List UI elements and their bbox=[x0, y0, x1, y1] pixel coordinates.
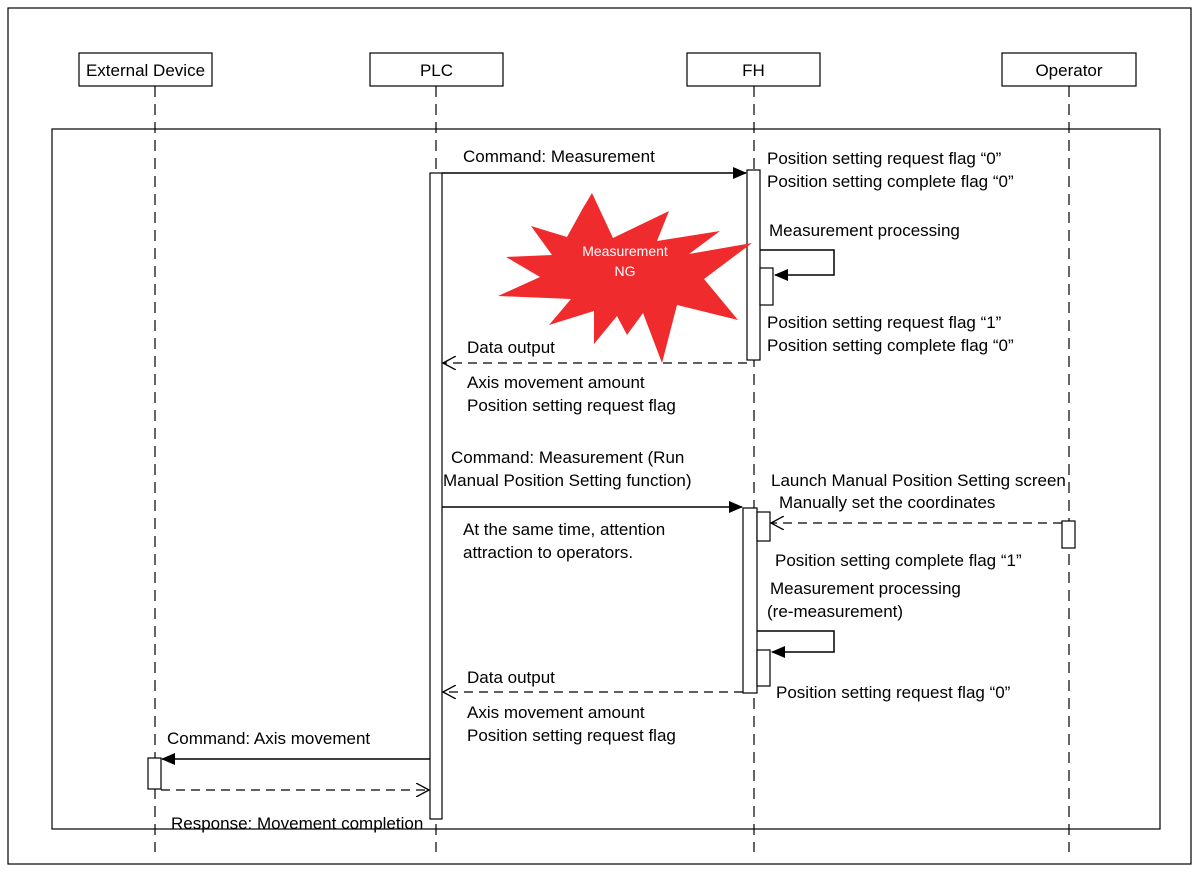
participant-fh: FH bbox=[686, 52, 821, 87]
label-flags-after-ng-2: Position setting complete flag “0” bbox=[767, 336, 1014, 355]
label-data-output-1-detail-2: Position setting request flag bbox=[467, 396, 676, 415]
label-remeasure-2: (re-measurement) bbox=[767, 602, 903, 621]
burst-text-line1: Measurement bbox=[582, 243, 668, 259]
label-response-completion: Response: Movement completion bbox=[171, 814, 423, 833]
label-manual-set: Manually set the coordinates bbox=[779, 493, 995, 512]
activation-plc bbox=[429, 172, 443, 820]
label-complete-flag-1: Position setting complete flag “1” bbox=[775, 551, 1022, 570]
label-data-output-2-detail-2: Position setting request flag bbox=[467, 726, 676, 745]
label-cmd-run-2: Manual Position Setting function) bbox=[443, 471, 692, 490]
label-flags-after-ng-1: Position setting request flag “1” bbox=[767, 313, 1002, 332]
label-cmd-measurement: Command: Measurement bbox=[463, 147, 655, 166]
activation-fh-2 bbox=[742, 507, 758, 694]
activation-fh-manual bbox=[756, 511, 771, 542]
participant-external-label: External Device bbox=[86, 61, 205, 80]
arrow-self-processing-2 bbox=[757, 630, 835, 658]
label-data-output-1-detail-1: Axis movement amount bbox=[467, 373, 645, 392]
inner-frame bbox=[51, 128, 1161, 830]
outer-frame bbox=[7, 7, 1192, 865]
label-data-output-2-detail-1: Axis movement amount bbox=[467, 703, 645, 722]
participant-external-device: External Device bbox=[78, 52, 213, 87]
label-request-flag-0: Position setting request flag “0” bbox=[776, 683, 1011, 702]
activation-fh-processing-1 bbox=[759, 267, 774, 306]
label-cmd-axis-movement: Command: Axis movement bbox=[167, 729, 370, 748]
participant-operator: Operator bbox=[1001, 52, 1137, 87]
participant-fh-label: FH bbox=[742, 61, 765, 80]
measurement-ng-burst bbox=[498, 193, 752, 363]
label-launch-screen: Launch Manual Position Setting screen bbox=[771, 471, 1066, 490]
activation-fh-1 bbox=[746, 169, 761, 361]
activation-operator bbox=[1061, 520, 1076, 549]
activation-fh-processing-2 bbox=[756, 649, 771, 687]
participant-plc-label: PLC bbox=[420, 61, 453, 80]
label-attention-2: attraction to operators. bbox=[463, 543, 633, 562]
label-remeasure-1: Measurement processing bbox=[770, 579, 961, 598]
participant-plc: PLC bbox=[369, 52, 504, 87]
label-attention-1: At the same time, attention bbox=[463, 520, 665, 539]
label-cmd-run-1: Command: Measurement (Run bbox=[451, 448, 684, 467]
activation-external bbox=[147, 757, 162, 790]
label-flags-reset-1: Position setting request flag “0” bbox=[767, 149, 1002, 168]
participant-operator-label: Operator bbox=[1035, 61, 1102, 80]
label-data-output-2: Data output bbox=[467, 668, 555, 687]
label-flags-reset-2: Position setting complete flag “0” bbox=[767, 172, 1014, 191]
label-measurement-processing: Measurement processing bbox=[769, 221, 960, 240]
burst-text-line2: NG bbox=[615, 263, 636, 279]
arrow-self-processing-1 bbox=[760, 249, 835, 281]
label-data-output-1: Data output bbox=[467, 338, 555, 357]
